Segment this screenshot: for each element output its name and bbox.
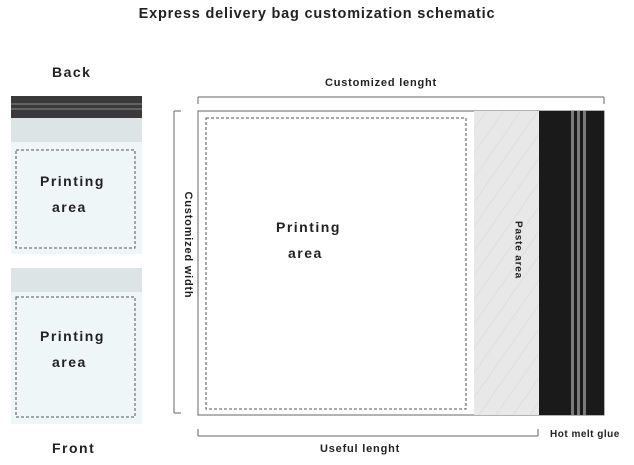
main-printing-label-line2: area xyxy=(288,245,323,261)
diagram-title: Express delivery bag customization schem… xyxy=(138,6,496,22)
hot-melt-glue-label: Hot melt glue xyxy=(550,429,620,440)
back-bag-body xyxy=(11,142,142,254)
useful-length-label: Useful lenght xyxy=(320,443,401,455)
front-bag-flap xyxy=(11,268,142,292)
main-bag xyxy=(197,110,605,416)
front-label: Front xyxy=(52,440,96,456)
customized-length-bracket xyxy=(197,96,605,104)
front-printing-label-line2: area xyxy=(52,354,87,370)
customized-width-label: Customized width xyxy=(182,191,194,299)
useful-length-bracket xyxy=(197,429,539,437)
back-bag-flap xyxy=(11,118,142,142)
front-printing-label-line1: Printing xyxy=(40,328,105,344)
back-printing-label-line2: area xyxy=(52,199,87,215)
back-bag-glue-strip xyxy=(11,96,142,118)
front-bag-printing-area xyxy=(15,296,136,418)
back-printing-label-line1: Printing xyxy=(40,173,105,189)
back-bag xyxy=(11,96,142,254)
customized-length-label: Customized lenght xyxy=(325,77,437,89)
main-printing-area xyxy=(205,117,467,410)
front-bag-body xyxy=(11,292,142,424)
front-bag xyxy=(11,268,142,424)
back-label: Back xyxy=(52,64,92,80)
paste-area-label: Paste area xyxy=(512,220,524,280)
back-bag-printing-area xyxy=(15,149,136,249)
customized-width-bracket xyxy=(173,110,181,414)
main-printing-label-line1: Printing xyxy=(276,219,341,235)
